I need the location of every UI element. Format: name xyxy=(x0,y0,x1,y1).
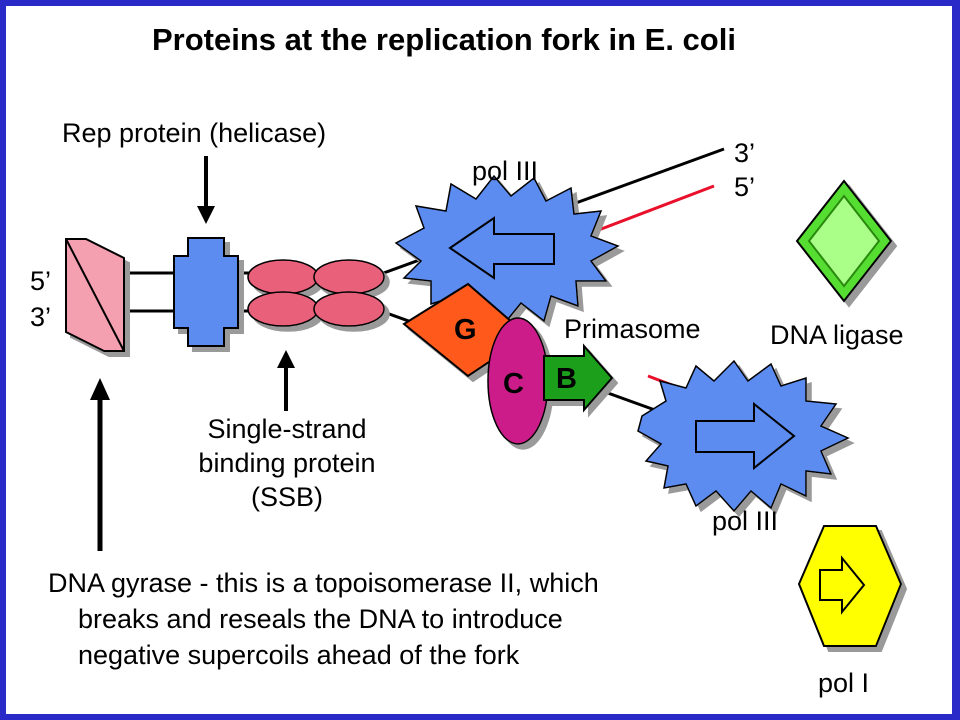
ssb-label-line1: Single-strand xyxy=(207,414,367,444)
dna-gyrase-shape xyxy=(65,238,125,352)
dna-ligase-shape xyxy=(795,179,893,303)
pol1-label: pol I xyxy=(818,668,870,698)
slide: Proteins at the replication fork in E. c… xyxy=(6,6,952,714)
ssb-label-line3: (SSB) xyxy=(250,482,323,512)
primase-c-letter: C xyxy=(503,368,524,400)
gyrase-description-line1: DNA gyrase - this is a topoisomerase II,… xyxy=(48,568,599,598)
ssb-arrow xyxy=(277,350,295,411)
primase-g-letter: G xyxy=(454,314,477,346)
gyrase-description-line2: breaks and reseals the DNA to introduce xyxy=(78,604,563,634)
ssb-proteins xyxy=(247,259,385,327)
rep-protein-label: Rep protein (helicase) xyxy=(62,118,327,148)
dna-ligase-label: DNA ligase xyxy=(770,320,904,350)
gyrase-description-line3: negative supercoils ahead of the fork xyxy=(78,640,520,670)
rep-arrow xyxy=(197,156,215,224)
strand-3prime-left-label: 3’ xyxy=(30,302,52,332)
pol3-bottom-shape xyxy=(637,359,850,513)
strand-5prime-left-label: 5’ xyxy=(30,266,52,296)
primase-b-shape xyxy=(543,343,614,413)
pol3-bottom-label: pol III xyxy=(712,506,779,536)
ssb-label-line2: binding protein xyxy=(198,448,376,478)
primasome-label: Primasome xyxy=(564,314,701,344)
diagram-graphics xyxy=(65,147,903,647)
pol1-shape xyxy=(797,525,903,647)
strand-5prime-right-label: 5’ xyxy=(734,172,756,202)
pol3-top-label: pol III xyxy=(472,156,539,186)
rep-helicase-shape xyxy=(173,237,239,347)
page-title: Proteins at the replication fork in E. c… xyxy=(152,22,736,57)
strand-3prime-right-label: 3’ xyxy=(734,138,756,168)
gyrase-arrow xyxy=(90,378,110,551)
pol3-top-shape xyxy=(394,174,620,326)
primase-b-letter: B xyxy=(556,363,577,395)
